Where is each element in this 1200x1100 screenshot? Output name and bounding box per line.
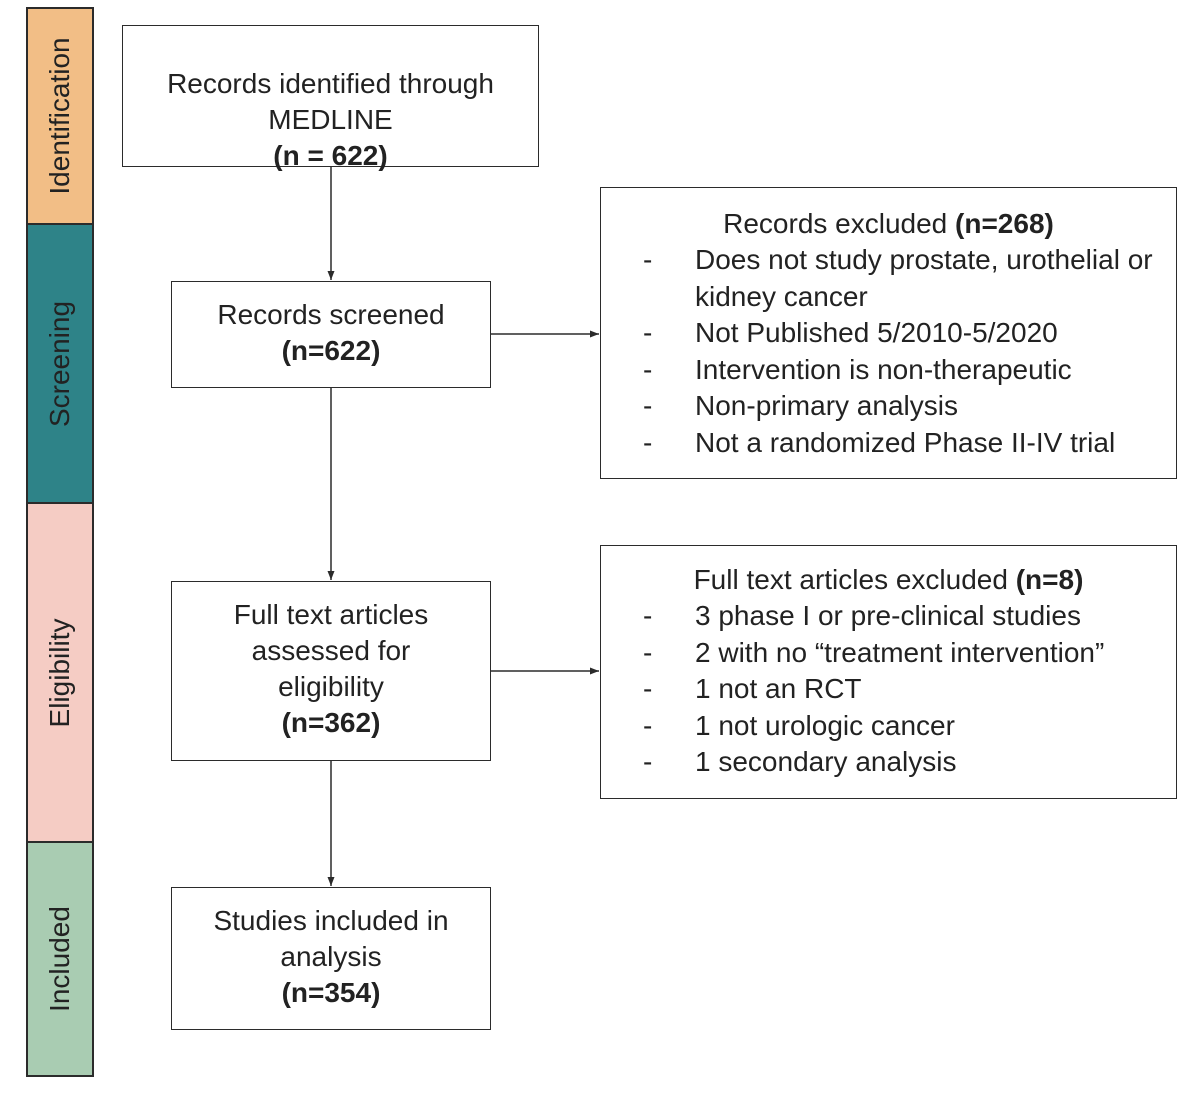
phase-identification: Identification (26, 7, 94, 225)
records-excluded-title: Records excluded (n=268) (601, 206, 1176, 242)
fulltext-excluded-count: (n=8) (1015, 564, 1084, 595)
dash: - (643, 636, 653, 668)
included-count: (n=354) (281, 977, 381, 1008)
exclusion-reason: 3 phase I or pre-clinical studies (695, 600, 1081, 631)
dash: - (643, 673, 653, 704)
included-line-1: Studies included in (213, 905, 449, 936)
assessed-line-2: assessed for (251, 635, 411, 666)
phase-label-identification: Identification (44, 37, 75, 195)
records-excluded-box: Records excluded (n=268) - Does not study… (600, 187, 1177, 479)
dash: - (643, 709, 653, 741)
exclusion-reason: Not Published 5/2010-5/2020 (695, 317, 1058, 348)
exclusion-reason: Does not study prostate, urothelial or k… (695, 244, 1153, 312)
included-line-2: analysis (280, 941, 382, 972)
list-item: - 1 not urologic cancer (601, 708, 1176, 745)
phase-eligibility: Eligibility (26, 502, 94, 843)
assessed-line-3: eligibility (278, 671, 384, 702)
exclusion-reason: Not a randomized Phase II-IV trial (695, 426, 1116, 458)
identified-line-2: MEDLINE (268, 104, 393, 135)
identified-count: (n = 622) (273, 140, 388, 171)
exclusion-reason: 1 not urologic cancer (695, 709, 955, 741)
dash: - (643, 244, 653, 275)
identified-line-1: Records identified through (167, 68, 494, 99)
phase-screening: Screening (26, 223, 94, 504)
fulltext-excluded-title: Full text articles excluded (n=8) (601, 562, 1176, 598)
identified-box: Records identified through MEDLINE (n = … (122, 25, 539, 171)
exclusion-reason: 1 secondary analysis (695, 746, 957, 777)
list-item: - 1 not an RCT (601, 671, 1176, 708)
assessed-count: (n=362) (281, 707, 381, 738)
fulltext-excluded-box: Full text articles excluded (n=8) - 3 pha… (600, 545, 1177, 799)
exclusion-reason: 1 not an RCT (695, 673, 862, 704)
list-item: - Intervention is non-therapeutic (601, 352, 1176, 389)
screened-box: Records screened (n=622) (171, 281, 491, 388)
exclusion-reason: Non-primary analysis (695, 390, 958, 421)
included-box: Studies included in analysis (n=354) (171, 887, 491, 1030)
records-excluded-title-text: Records excluded (723, 208, 956, 239)
list-item: - 2 with no “treatment intervention” (601, 635, 1176, 672)
dash: - (643, 600, 653, 631)
phase-included: Included (26, 841, 94, 1077)
phase-label-screening: Screening (44, 300, 75, 427)
dash: - (643, 317, 653, 348)
phase-label-eligibility: Eligibility (44, 618, 75, 727)
exclusion-reason: 2 with no “treatment intervention” (695, 636, 1105, 668)
exclusion-reason: Intervention is non-therapeutic (695, 353, 1072, 385)
assessed-box: Full text articles assessed for eligibil… (171, 581, 491, 761)
fulltext-excluded-list: - 3 phase I or pre-clinical studies - 2 wi… (601, 598, 1176, 781)
dash: - (643, 426, 653, 458)
list-item: - 3 phase I or pre-clinical studies (601, 598, 1176, 635)
screened-line-1: Records screened (217, 299, 445, 330)
screened-count: (n=622) (281, 335, 381, 366)
list-item: - Does not study prostate, urothelial or … (601, 242, 1176, 315)
phase-label-included: Included (44, 906, 75, 1012)
list-item: - Non-primary analysis (601, 388, 1176, 425)
dash: - (643, 390, 653, 421)
dash: - (643, 353, 653, 385)
records-excluded-list: - Does not study prostate, urothelial or … (601, 242, 1176, 461)
fulltext-excluded-title-text: Full text articles excluded (693, 564, 1016, 595)
assessed-line-1: Full text articles (233, 599, 429, 630)
list-item: - Not Published 5/2010-5/2020 (601, 315, 1176, 352)
list-item: - Not a randomized Phase II-IV trial (601, 425, 1176, 462)
dash: - (643, 746, 653, 777)
records-excluded-count: (n=268) (955, 208, 1054, 239)
list-item: - 1 secondary analysis (601, 744, 1176, 781)
